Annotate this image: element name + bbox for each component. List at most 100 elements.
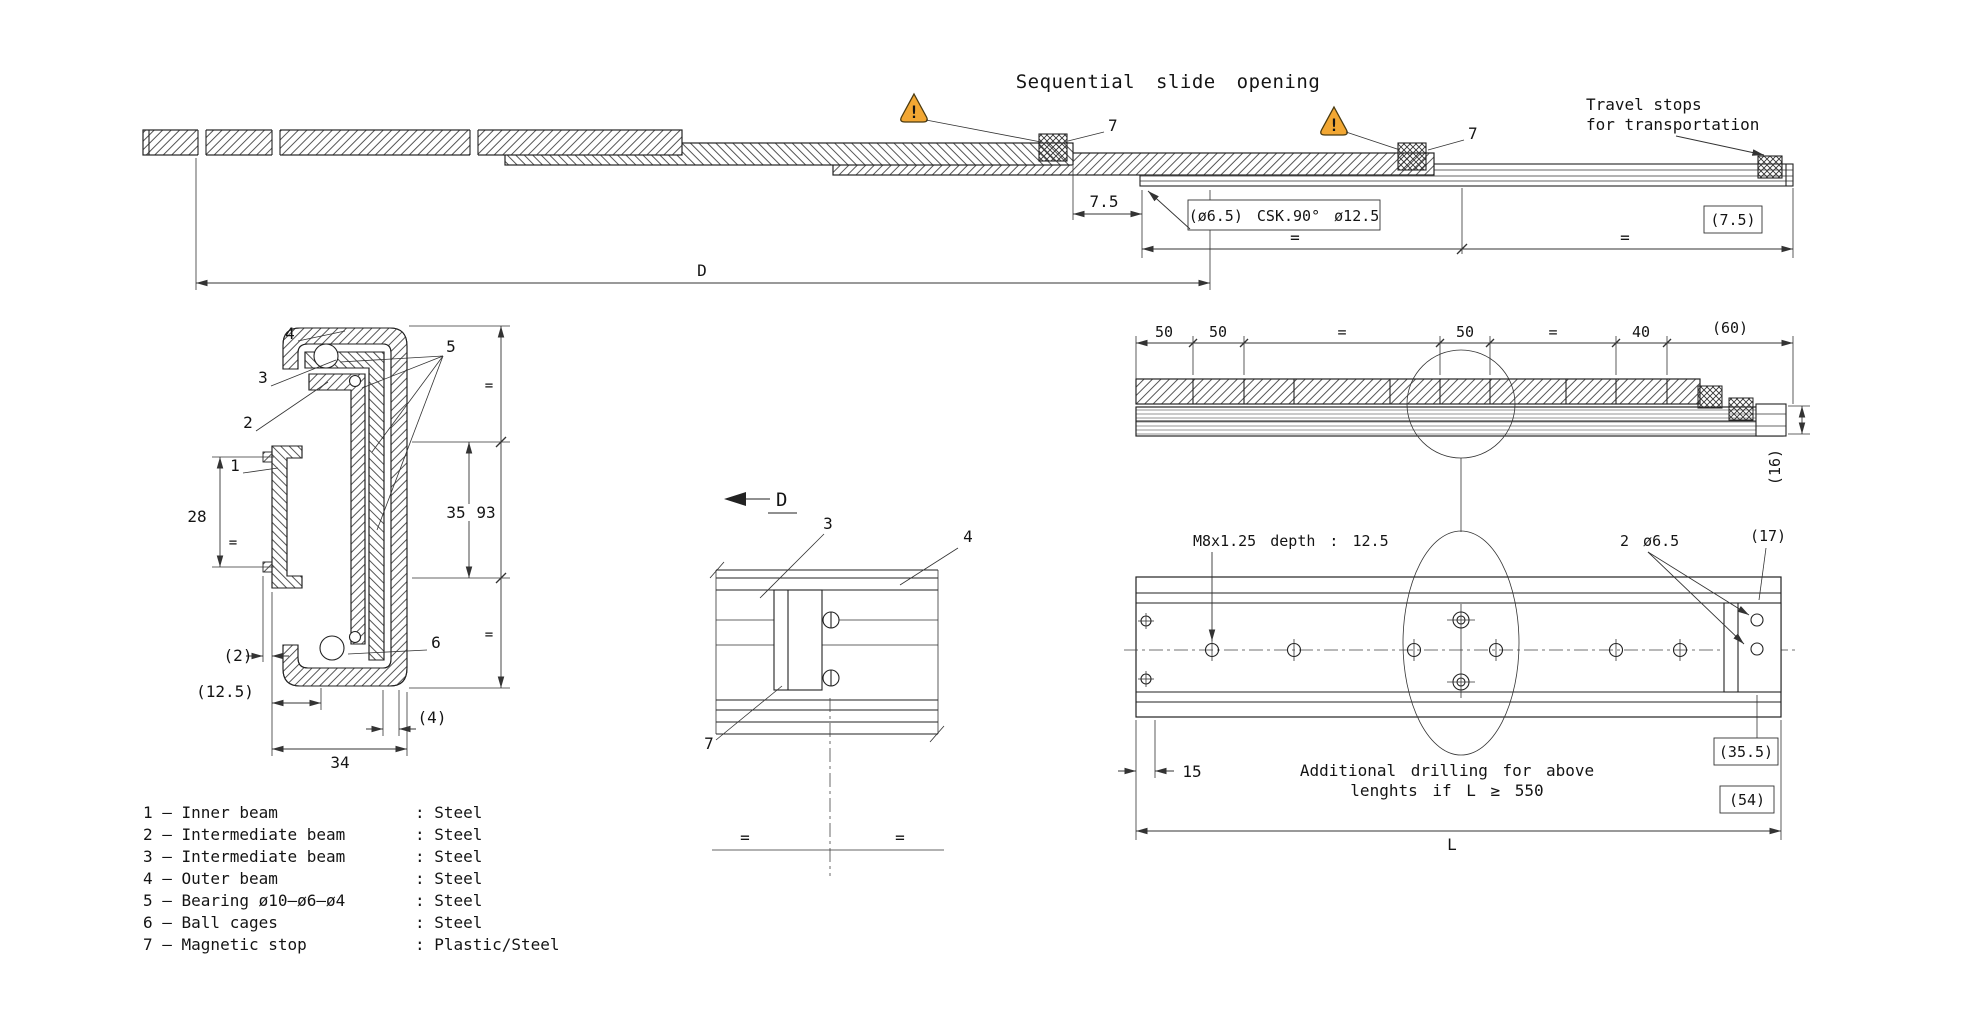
- detail-view-label: D: [776, 489, 788, 511]
- intermediate-beam-b-section: [304, 351, 385, 661]
- detail-rail-lines: [709, 561, 945, 743]
- dim-60: (60): [1712, 319, 1748, 337]
- parts-list-row: 7 – Magnetic stop : Plastic/Steel: [143, 935, 560, 954]
- part-material: : Steel: [415, 891, 482, 910]
- callout-intermediate-a: 2: [243, 413, 253, 432]
- dim-17: (17): [1750, 527, 1786, 545]
- part-material: : Steel: [415, 825, 482, 844]
- parts-list-row: 4 – Outer beam : Steel: [143, 869, 482, 888]
- mounting-holes: [1138, 604, 1688, 698]
- end-bracket: [1723, 602, 1782, 693]
- rail-plan-outline: [1135, 576, 1782, 718]
- assembly-dimensions: 7.5 (ø6.5) CSK.90° ø12.5 = = (7.5) D: [195, 158, 1794, 290]
- dim-7-5-right-box: [1703, 205, 1763, 234]
- thread-note: M8x1.25 depth : 12.5: [1193, 532, 1389, 550]
- intermediate-beam-a-section: [308, 373, 366, 645]
- dim-35: 35: [446, 503, 465, 522]
- part-material: : Steel: [415, 803, 482, 822]
- parts-list: 1 – Inner beam : Steel 2 – Intermediate …: [143, 803, 560, 954]
- warning-exclamation: !: [1329, 116, 1339, 136]
- callout-magnetic-stop-left: 7: [1108, 116, 1118, 135]
- callout-magnetic-stop-right: 7: [1468, 124, 1478, 143]
- additional-drilling-note-line1: Additional drilling for above: [1300, 761, 1594, 780]
- detail-magnetic-stop: [773, 589, 840, 691]
- drawing-title: Sequential slide opening: [1016, 71, 1321, 93]
- dim-35-5: (35.5): [1719, 743, 1773, 761]
- callout-intermediate-b: 3: [258, 368, 268, 387]
- callout-bearing: 5: [446, 337, 456, 356]
- bearing-small-top: [348, 374, 362, 388]
- drilling-view: M8x1.25 depth : 12.5 2 ø6.5 (17) 15 Addi…: [1118, 527, 1796, 854]
- dim-35-5-box: [1713, 737, 1779, 766]
- part-item: 3 – Intermediate beam: [143, 847, 345, 866]
- parts-list-row: 2 – Intermediate beam : Steel: [143, 825, 482, 844]
- callout-inner-beam: 1: [230, 456, 240, 475]
- parts-list-row: 3 – Intermediate beam : Steel: [143, 847, 482, 866]
- travel-stop-block: [1757, 155, 1783, 179]
- dim-28: 28: [187, 507, 206, 526]
- bearing-bottom: [319, 635, 345, 661]
- assembly-view: Sequential slide opening: [142, 71, 1794, 290]
- detail-equal-left: =: [740, 828, 750, 847]
- part-item: 2 – Intermediate beam: [143, 825, 345, 844]
- profile-view: 50 50 = 50 = 40 (60) (16): [1135, 319, 1810, 532]
- additional-drilling-note-line2: lenghts if L ≥ 550: [1350, 781, 1543, 800]
- part-item: 5 – Bearing ø10–ø6–ø4: [143, 891, 345, 910]
- part-material: : Steel: [415, 869, 482, 888]
- dim-overall-d: D: [697, 261, 707, 280]
- cross-section-view: 4 5 3 2 1 6 28 = = =: [187, 324, 510, 772]
- bracket-hole-bottom: [1750, 642, 1764, 656]
- dim-12-5: (12.5): [196, 682, 254, 701]
- warning-icon: !: [900, 92, 928, 123]
- dim-40: 40: [1632, 323, 1650, 341]
- callout-ball-cages: 6: [431, 633, 441, 652]
- part-material: : Steel: [415, 913, 482, 932]
- dim-4: (4): [418, 708, 447, 727]
- outer-beam-side: [142, 129, 683, 156]
- dim-15: 15: [1182, 762, 1201, 781]
- cross-section-dimensions: 28 = = = 35 93 (2) (12.5): [187, 325, 510, 772]
- parts-list-row: 1 – Inner beam : Steel: [143, 803, 482, 822]
- callout-outer-beam: 4: [963, 527, 973, 546]
- profile-stop-block-a: [1697, 385, 1723, 409]
- bearing-small-bottom: [348, 630, 362, 644]
- dim-50-3: 50: [1456, 323, 1474, 341]
- warning-exclamation: !: [909, 103, 919, 123]
- dim-7-5: 7.5: [1090, 192, 1119, 211]
- view-direction-arrow-icon: [724, 492, 746, 506]
- profile-stop-block-b: [1728, 397, 1754, 421]
- dim-equal-2: =: [1548, 323, 1557, 341]
- parts-list-row: 6 – Ball cages : Steel: [143, 913, 482, 932]
- part-item: 4 – Outer beam: [143, 869, 278, 888]
- callout-outer-beam: 4: [285, 324, 295, 343]
- dim-length-l: L: [1447, 835, 1457, 854]
- travel-stops-note-line2: for transportation: [1586, 115, 1759, 134]
- dim-54: (54): [1729, 791, 1765, 809]
- dim-34: 34: [330, 753, 349, 772]
- detail-equal-right: =: [895, 828, 905, 847]
- equal-spacing-left: =: [1290, 228, 1300, 247]
- part-item: 7 – Magnetic stop: [143, 935, 307, 954]
- profile-top-bar: [1135, 378, 1701, 405]
- drilling-dimensions: 15 Additional drilling for above lenghts…: [1118, 695, 1782, 854]
- dim-93-equal-bottom: =: [485, 627, 493, 643]
- dim-93: 93: [476, 503, 495, 522]
- dim-7-5-right: (7.5): [1710, 211, 1755, 229]
- parts-list-row: 5 – Bearing ø10–ø6–ø4 : Steel: [143, 891, 482, 910]
- equal-spacing-right: =: [1620, 228, 1630, 247]
- travel-stops-note-line1: Travel stops: [1586, 95, 1702, 114]
- warning-icon: !: [1320, 105, 1348, 136]
- part-material: : Plastic/Steel: [415, 935, 560, 954]
- dim-54-box: [1719, 785, 1775, 814]
- dim-50-1: 50: [1155, 323, 1173, 341]
- end-holes-note: 2 ø6.5: [1620, 532, 1679, 550]
- part-item: 6 – Ball cages: [143, 913, 278, 932]
- profile-dimensions: 50 50 = 50 = 40 (60) (16): [1135, 319, 1810, 485]
- part-item: 1 – Inner beam: [143, 803, 278, 822]
- profile-bottom-bar: [1135, 406, 1784, 437]
- profile-end-piece: [1755, 403, 1787, 437]
- dim-28-equal: =: [229, 535, 237, 551]
- bracket-hole-top: [1750, 613, 1764, 627]
- magnetic-stop-left: [1038, 133, 1068, 162]
